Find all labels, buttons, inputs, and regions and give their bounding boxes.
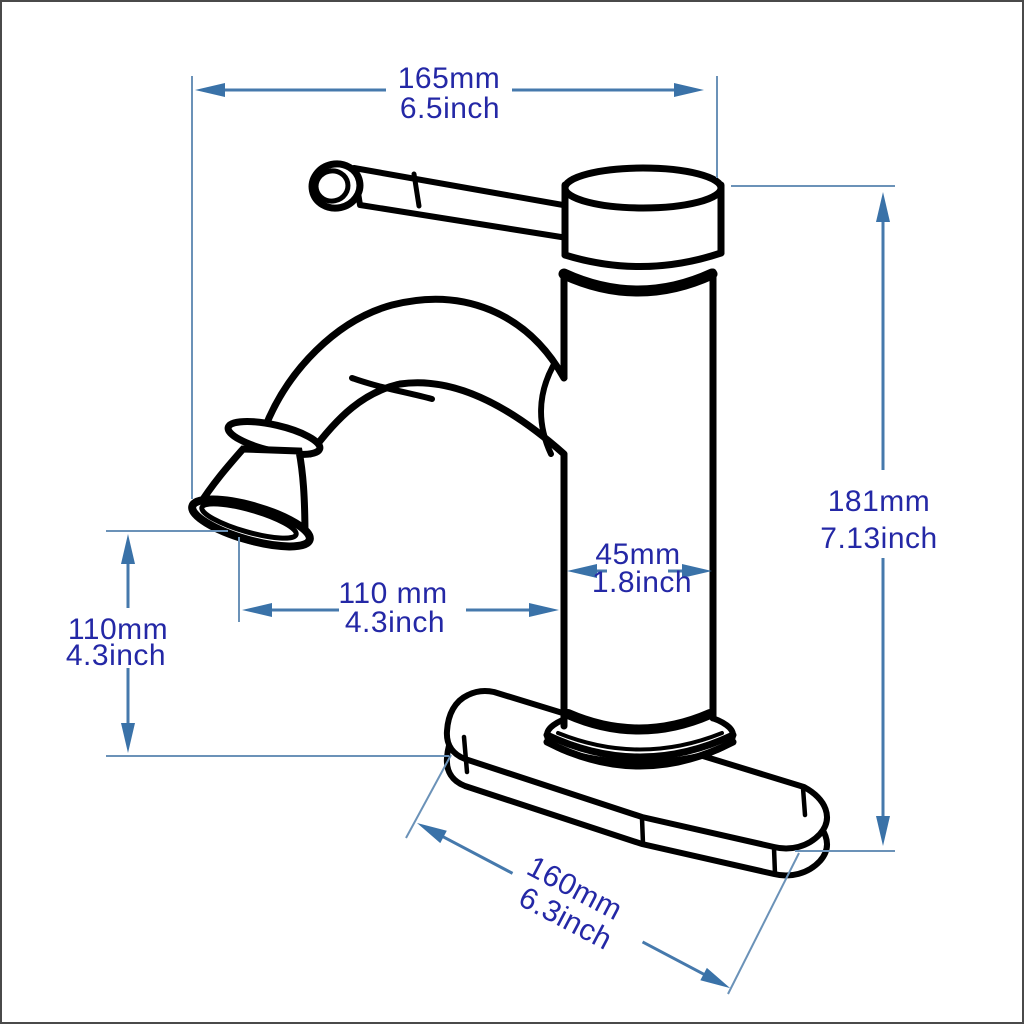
- arrowhead-left: [242, 603, 272, 617]
- faucet-drawing: [188, 160, 830, 879]
- dimension-spout-height: 110mm 4.3inch: [66, 534, 168, 753]
- arrowhead-left: [417, 823, 447, 844]
- deck-plate-top: [443, 688, 830, 852]
- deck-plate-seam: [800, 785, 808, 818]
- deck-plate-seam: [771, 845, 778, 877]
- arrowhead-right: [529, 603, 559, 617]
- arrowhead-left: [567, 564, 597, 578]
- dimension-overall-width: 165mm 6.5inch: [195, 62, 704, 125]
- spout-inner-bend: [349, 375, 435, 402]
- dimension-label-mm: 165mm: [398, 62, 501, 95]
- spout-sleeve-edge: [538, 363, 556, 457]
- dimension-spout-reach: 110 mm 4.3inch: [242, 577, 559, 639]
- bell-rim-inner: [199, 501, 299, 541]
- arrowhead-right: [682, 564, 712, 578]
- deck-plate-seam: [461, 734, 470, 775]
- collar-inner-rim: [556, 731, 724, 752]
- collar-band-bottom: [543, 738, 737, 770]
- body-base-junction-ring: [563, 709, 715, 735]
- dimension-label-inch: 6.5inch: [400, 92, 500, 125]
- dimension-label-mm: 45mm: [595, 538, 680, 571]
- arrowhead-down: [876, 816, 890, 846]
- spout-fill: [264, 299, 568, 454]
- faucet-head-bottom: [561, 249, 725, 271]
- faucet-body-fill: [564, 270, 713, 742]
- dimension-label-mm: 181mm: [828, 485, 931, 518]
- arrowhead-up: [121, 534, 135, 564]
- extension-lines: [106, 76, 895, 995]
- dimension-label-mm: 110mm: [68, 613, 168, 646]
- arrowhead-up: [876, 192, 890, 222]
- dimension-label-mm: 110 mm: [338, 577, 447, 610]
- faucet-head-top: [561, 164, 725, 212]
- dimension-label-inch: 1.8inch: [592, 566, 692, 599]
- handle-seam: [411, 171, 422, 209]
- dimension-overall-height: 181mm 7.13inch: [820, 192, 937, 846]
- dimension-label-inch: 4.3inch: [66, 639, 166, 672]
- dimension-body-diameter: 45mm 1.8inch: [567, 538, 712, 599]
- extension-line: [405, 754, 452, 839]
- arrowhead-right: [700, 967, 731, 989]
- handle-knob-inner: [313, 168, 351, 204]
- arrowhead-left: [195, 83, 225, 97]
- spout-bottom-outline: [306, 379, 568, 458]
- extension-line: [727, 852, 800, 995]
- spout-top-outline: [260, 295, 568, 434]
- dimension-line: [441, 834, 707, 977]
- faucet-body-top-ring: [558, 268, 718, 297]
- dimension-label-inch: 7.13inch: [820, 522, 937, 555]
- deck-plate-seam: [639, 815, 646, 847]
- arrowhead-right: [674, 83, 704, 97]
- arrowhead-down: [121, 723, 135, 753]
- handle-rod: [351, 165, 583, 243]
- collar-front-rim: [543, 731, 737, 761]
- dimension-label-inch: 4.3inch: [345, 606, 445, 639]
